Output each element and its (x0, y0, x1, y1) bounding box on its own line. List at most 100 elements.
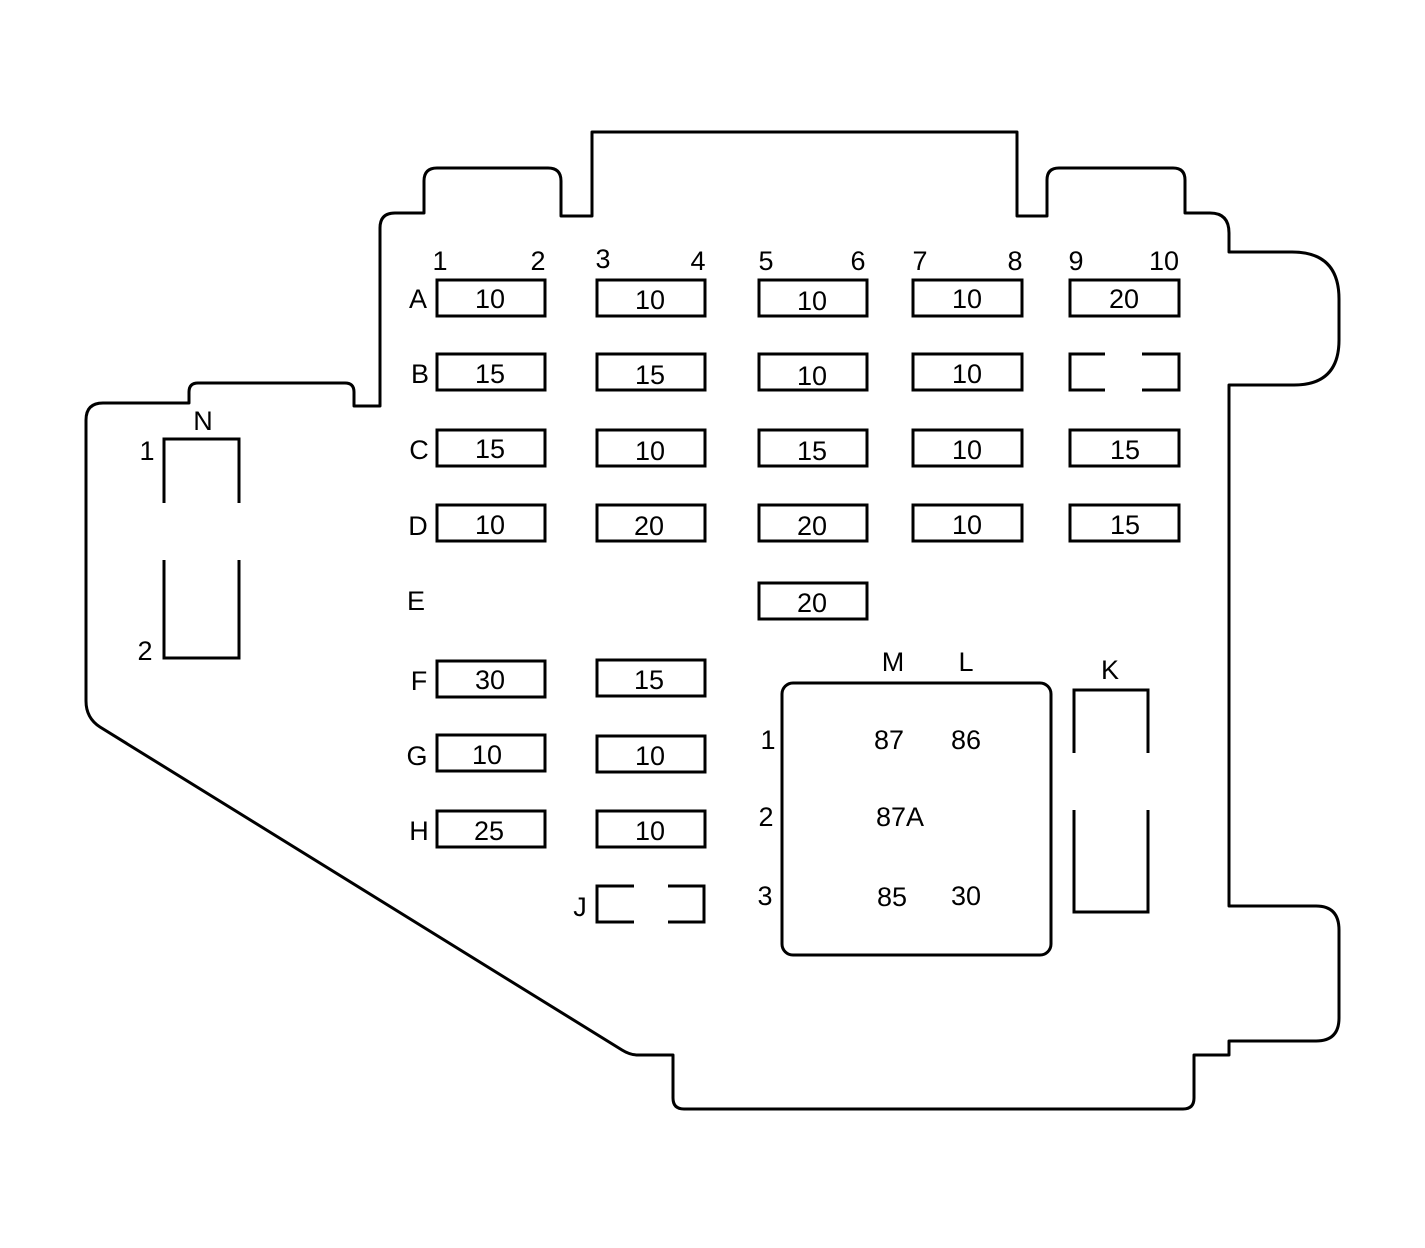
fuse-row-c: 15 10 15 10 15 (435, 428, 1181, 468)
fuse-f2-rating: 15 (634, 665, 664, 695)
row-label-b: B (411, 359, 429, 389)
fuse-a3-rating: 10 (797, 286, 827, 316)
column-number-1: 1 (432, 246, 447, 276)
fuse-h1-rating: 25 (474, 816, 504, 846)
fuse-row-d: 10 20 20 10 15 (435, 503, 1181, 543)
fuse-g1-rating: 10 (472, 740, 502, 770)
row-label-h: H (409, 816, 429, 846)
fuse-g1 (435, 733, 547, 773)
fuse-f1 (435, 659, 547, 699)
fuse-a2 (595, 278, 707, 318)
fuse-c4 (911, 428, 1024, 468)
fuse-row-a: 10 10 10 10 20 (435, 278, 1181, 318)
column-number-9: 9 (1068, 246, 1083, 276)
fuse-c2 (595, 428, 707, 468)
column-number-7: 7 (912, 246, 927, 276)
relay-k-socket-top (1072, 688, 1150, 753)
row-label-e: E (407, 586, 425, 616)
fuse-a2-rating: 10 (635, 285, 665, 315)
relay-m-label: M (882, 647, 905, 677)
column-number-10: 10 (1149, 246, 1179, 276)
fuse-e3 (757, 581, 869, 621)
fuse-row-g: 10 10 (435, 733, 707, 774)
fuse-d4-rating: 10 (952, 510, 982, 540)
relay-terminal-86: 86 (951, 725, 981, 755)
column-number-4: 4 (690, 246, 705, 276)
fuse-d4 (911, 503, 1024, 543)
relay-n-pin-1: 1 (139, 436, 154, 466)
fuse-row-b: 15 15 10 10 (435, 352, 1181, 392)
fuse-a1 (435, 278, 547, 318)
fuse-a3 (757, 278, 869, 318)
fuse-c4-rating: 10 (952, 435, 982, 465)
fuse-d1-rating: 10 (475, 510, 505, 540)
relay-n-socket-bottom (162, 560, 241, 660)
fuse-e3-rating: 20 (797, 588, 827, 618)
fuse-g2-rating: 10 (635, 741, 665, 771)
fuse-f1-rating: 30 (475, 665, 505, 695)
row-label-f: F (411, 666, 428, 696)
fuse-c1-rating: 15 (475, 434, 505, 464)
relay-row-2: 2 (758, 802, 773, 832)
column-number-2: 2 (530, 246, 545, 276)
fuse-a4-rating: 10 (952, 284, 982, 314)
relay-row-3: 3 (757, 881, 772, 911)
column-number-8: 8 (1007, 246, 1022, 276)
relay-k-label: K (1101, 655, 1119, 685)
fuse-a5-rating: 20 (1109, 284, 1139, 314)
row-letters: A B C D E F G H J (406, 284, 586, 922)
fuse-f2 (595, 658, 707, 698)
fuse-c1 (435, 428, 547, 468)
fuse-h2 (595, 809, 707, 849)
column-number-3: 3 (595, 244, 610, 274)
relay-n: N 1 2 (137, 406, 241, 666)
relay-terminal-30: 30 (951, 881, 981, 911)
row-label-a: A (409, 284, 427, 314)
empty-fuse-slot-j (595, 884, 706, 924)
relay-n-pin-2: 2 (137, 636, 152, 666)
fuse-d5 (1068, 503, 1181, 543)
relay-k-socket-bottom (1072, 810, 1150, 914)
fuse-c5-rating: 15 (1110, 435, 1140, 465)
fuse-b4-rating: 10 (952, 359, 982, 389)
relay-terminal-85: 85 (877, 882, 907, 912)
relay-n-label: N (193, 406, 213, 436)
relay-terminal-87: 87 (874, 725, 904, 755)
fuse-d2 (595, 503, 707, 543)
fuse-a4 (911, 278, 1024, 318)
fuse-d5-rating: 15 (1110, 510, 1140, 540)
relay-n-socket-top (162, 437, 241, 503)
fuse-d2-rating: 20 (634, 511, 664, 541)
relay-row-1: 1 (760, 725, 775, 755)
fuse-row-f: 30 15 (435, 658, 707, 699)
column-number-6: 6 (850, 246, 865, 276)
fuse-b2 (595, 352, 707, 392)
fuse-d1 (435, 503, 547, 543)
fuse-c5 (1068, 428, 1181, 468)
empty-fuse-slot-b5 (1068, 352, 1181, 392)
fuse-c3 (757, 428, 869, 468)
fuse-h1 (435, 809, 547, 849)
fuse-d3 (757, 503, 869, 543)
fuse-h2-rating: 10 (635, 816, 665, 846)
relay-ml-socket (780, 681, 1053, 957)
fuse-block-housing-outline (84, 130, 1341, 1111)
relay-l-label: L (958, 647, 973, 677)
fuse-g2 (595, 734, 707, 774)
fuse-row-e: 20 (757, 581, 869, 621)
row-label-c: C (409, 435, 429, 465)
fuse-d3-rating: 20 (797, 511, 827, 541)
row-label-d: D (408, 511, 428, 541)
fuse-a1-rating: 10 (475, 284, 505, 314)
fuse-c3-rating: 15 (797, 436, 827, 466)
row-label-g: G (406, 741, 427, 771)
relay-ml: M L 1 2 3 87 86 87A 85 30 (757, 647, 1053, 957)
relay-terminal-87a: 87A (876, 802, 924, 832)
fuse-a5 (1068, 278, 1181, 318)
relay-k: K (1072, 655, 1150, 914)
fuse-b1 (435, 352, 547, 392)
fuse-b1-rating: 15 (475, 359, 505, 389)
fuse-row-h: 25 10 (435, 809, 707, 849)
fuse-b4 (911, 352, 1024, 392)
